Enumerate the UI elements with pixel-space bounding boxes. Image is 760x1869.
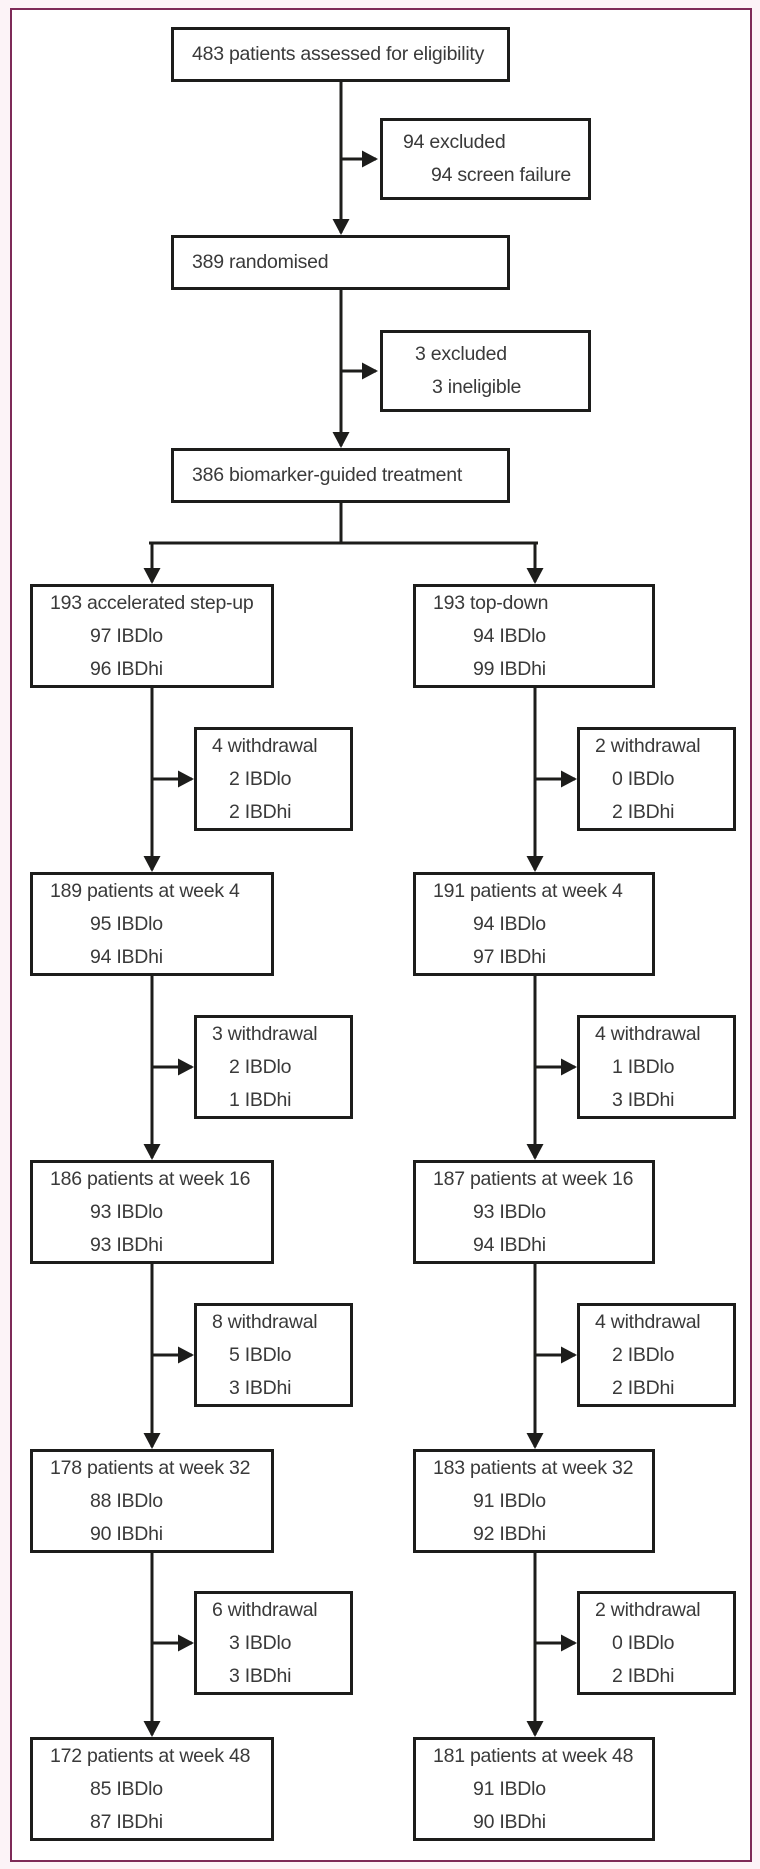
box-line: 1 IBDhi bbox=[229, 1088, 292, 1111]
box-line: 91 IBDlo bbox=[473, 1777, 546, 1800]
box-line: 2 IBDhi bbox=[612, 1376, 675, 1399]
box-line: 95 IBDlo bbox=[90, 912, 163, 935]
box-topdown-withdrawal-1: 2 withdrawal 0 IBDlo 2 IBDhi bbox=[577, 727, 736, 831]
box-line: 3 IBDlo bbox=[229, 1631, 292, 1654]
box-line: 2 withdrawal bbox=[595, 734, 701, 757]
box-line: 4 withdrawal bbox=[595, 1310, 701, 1333]
box-line: 389 randomised bbox=[192, 251, 329, 273]
box-line: 193 accelerated step-up bbox=[50, 591, 254, 614]
box-line: 2 IBDlo bbox=[229, 767, 292, 790]
box-topdown-allocation: 193 top-down 94 IBDlo 99 IBDhi bbox=[413, 584, 655, 688]
box-line: 87 IBDhi bbox=[90, 1810, 163, 1833]
box-topdown-withdrawal-2: 4 withdrawal 1 IBDlo 3 IBDhi bbox=[577, 1015, 736, 1119]
box-stepup-week16: 186 patients at week 16 93 IBDlo 93 IBDh… bbox=[30, 1160, 274, 1264]
box-stepup-week4: 189 patients at week 4 95 IBDlo 94 IBDhi bbox=[30, 872, 274, 976]
box-line: 189 patients at week 4 bbox=[50, 879, 240, 902]
box-line: 90 IBDhi bbox=[473, 1810, 546, 1833]
box-line: 93 IBDhi bbox=[90, 1233, 163, 1256]
box-topdown-withdrawal-3: 4 withdrawal 2 IBDlo 2 IBDhi bbox=[577, 1303, 736, 1407]
box-excluded-ineligible: 3 excluded 3 ineligible bbox=[380, 330, 591, 412]
box-line: 2 IBDhi bbox=[612, 800, 675, 823]
box-line: 93 IBDlo bbox=[473, 1200, 546, 1223]
box-line: 172 patients at week 48 bbox=[50, 1744, 251, 1767]
box-line: 3 excluded bbox=[415, 343, 507, 365]
box-topdown-withdrawal-4: 2 withdrawal 0 IBDlo 2 IBDhi bbox=[577, 1591, 736, 1695]
box-line: 3 ineligible bbox=[432, 376, 522, 398]
box-line: 85 IBDlo bbox=[90, 1777, 163, 1800]
box-randomised: 389 randomised bbox=[171, 235, 510, 290]
box-line: 93 IBDlo bbox=[90, 1200, 163, 1223]
box-line: 2 IBDhi bbox=[229, 800, 292, 823]
box-topdown-week4: 191 patients at week 4 94 IBDlo 97 IBDhi bbox=[413, 872, 655, 976]
box-line: 96 IBDhi bbox=[90, 657, 163, 680]
box-line: 193 top-down bbox=[433, 591, 549, 614]
box-line: 386 biomarker-guided treatment bbox=[192, 464, 462, 486]
box-stepup-withdrawal-3: 8 withdrawal 5 IBDlo 3 IBDhi bbox=[194, 1303, 353, 1407]
box-stepup-week32: 178 patients at week 32 88 IBDlo 90 IBDh… bbox=[30, 1449, 274, 1553]
box-line: 97 IBDlo bbox=[90, 624, 163, 647]
box-line: 4 withdrawal bbox=[212, 734, 318, 757]
box-line: 187 patients at week 16 bbox=[433, 1167, 634, 1190]
box-line: 94 IBDhi bbox=[90, 945, 163, 968]
box-stepup-week48: 172 patients at week 48 85 IBDlo 87 IBDh… bbox=[30, 1737, 274, 1841]
box-line: 94 IBDlo bbox=[473, 624, 546, 647]
box-line: 3 IBDhi bbox=[612, 1088, 675, 1111]
box-line: 1 IBDlo bbox=[612, 1055, 675, 1078]
box-line: 191 patients at week 4 bbox=[433, 879, 623, 902]
box-stepup-withdrawal-1: 4 withdrawal 2 IBDlo 2 IBDhi bbox=[194, 727, 353, 831]
box-line: 94 IBDlo bbox=[473, 912, 546, 935]
box-line: 2 IBDlo bbox=[612, 1343, 675, 1366]
box-stepup-withdrawal-4: 6 withdrawal 3 IBDlo 3 IBDhi bbox=[194, 1591, 353, 1695]
box-line: 99 IBDhi bbox=[473, 657, 546, 680]
box-line: 178 patients at week 32 bbox=[50, 1456, 251, 1479]
box-line: 2 IBDlo bbox=[229, 1055, 292, 1078]
box-stepup-withdrawal-2: 3 withdrawal 2 IBDlo 1 IBDhi bbox=[194, 1015, 353, 1119]
box-line: 0 IBDlo bbox=[612, 1631, 675, 1654]
box-line: 483 patients assessed for eligibility bbox=[192, 43, 485, 65]
box-line: 97 IBDhi bbox=[473, 945, 546, 968]
box-line: 3 IBDhi bbox=[229, 1376, 292, 1399]
box-line: 90 IBDhi bbox=[90, 1522, 163, 1545]
box-line: 94 IBDhi bbox=[473, 1233, 546, 1256]
box-assessed-for-eligibility: 483 patients assessed for eligibility bbox=[171, 27, 510, 82]
box-line: 88 IBDlo bbox=[90, 1489, 163, 1512]
box-line: 181 patients at week 48 bbox=[433, 1744, 634, 1767]
box-line: 3 IBDhi bbox=[229, 1664, 292, 1687]
box-line: 94 screen failure bbox=[431, 164, 571, 186]
box-line: 186 patients at week 16 bbox=[50, 1167, 251, 1190]
box-topdown-week16: 187 patients at week 16 93 IBDlo 94 IBDh… bbox=[413, 1160, 655, 1264]
box-topdown-week32: 183 patients at week 32 91 IBDlo 92 IBDh… bbox=[413, 1449, 655, 1553]
box-line: 5 IBDlo bbox=[229, 1343, 292, 1366]
box-line: 183 patients at week 32 bbox=[433, 1456, 634, 1479]
box-line: 2 withdrawal bbox=[595, 1598, 701, 1621]
box-stepup-allocation: 193 accelerated step-up 97 IBDlo 96 IBDh… bbox=[30, 584, 274, 688]
box-topdown-week48: 181 patients at week 48 91 IBDlo 90 IBDh… bbox=[413, 1737, 655, 1841]
box-line: 6 withdrawal bbox=[212, 1598, 318, 1621]
box-line: 0 IBDlo bbox=[612, 767, 675, 790]
box-line: 8 withdrawal bbox=[212, 1310, 318, 1333]
box-line: 3 withdrawal bbox=[212, 1022, 318, 1045]
box-line: 4 withdrawal bbox=[595, 1022, 701, 1045]
box-line: 91 IBDlo bbox=[473, 1489, 546, 1512]
box-excluded-screening: 94 excluded 94 screen failure bbox=[380, 118, 591, 200]
box-line: 92 IBDhi bbox=[473, 1522, 546, 1545]
box-line: 2 IBDhi bbox=[612, 1664, 675, 1687]
box-line: 94 excluded bbox=[403, 131, 506, 153]
box-biomarker-guided-treatment: 386 biomarker-guided treatment bbox=[171, 448, 510, 503]
